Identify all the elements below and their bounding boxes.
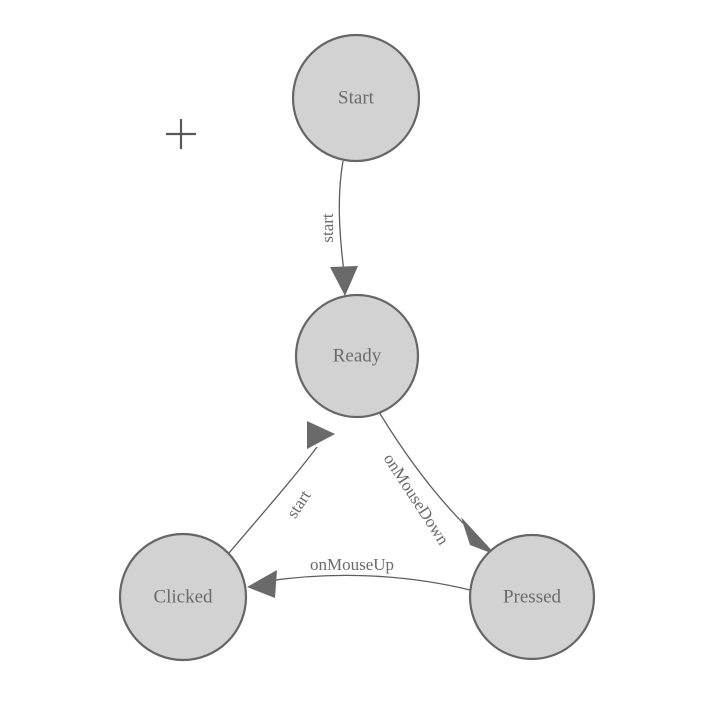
node-ready[interactable]: Ready: [294, 293, 420, 419]
edge-pressed-to-clicked[interactable]: onMouseUp: [247, 555, 471, 598]
edge-start-to-ready-arrowhead: [330, 266, 358, 296]
node-start-circle: [291, 33, 421, 163]
edge-label-pressed-to-clicked: onMouseUp: [310, 555, 394, 574]
node-start[interactable]: Start: [291, 33, 421, 163]
edge-ready-to-pressed-arrowhead: [461, 517, 496, 555]
edge-clicked-to-ready-path: [228, 446, 318, 554]
edge-label-clicked-to-ready: start: [283, 486, 315, 521]
edge-ready-to-pressed[interactable]: onMouseDown: [378, 411, 496, 555]
edge-pressed-to-clicked-arrowhead: [247, 570, 277, 598]
node-pressed-label: Pressed: [503, 586, 562, 607]
node-clicked-circle: [118, 532, 248, 662]
crosshair-cursor-icon: [166, 119, 196, 149]
node-ready-circle: [294, 293, 420, 419]
edge-pressed-to-clicked-path: [267, 574, 471, 591]
edge-start-to-ready[interactable]: start: [318, 160, 358, 296]
node-pressed-circle: [468, 533, 596, 661]
edge-label-start-to-ready: start: [318, 213, 337, 243]
node-clicked[interactable]: Clicked: [118, 532, 248, 662]
edge-start-to-ready-path: [338, 160, 345, 273]
edge-clicked-to-ready-arrowhead: [307, 421, 335, 449]
node-clicked-label: Clicked: [153, 586, 213, 607]
edge-clicked-to-ready[interactable]: start: [228, 421, 335, 554]
node-pressed[interactable]: Pressed: [468, 533, 596, 661]
node-ready-label: Ready: [333, 345, 382, 366]
node-start-label: Start: [338, 87, 375, 108]
